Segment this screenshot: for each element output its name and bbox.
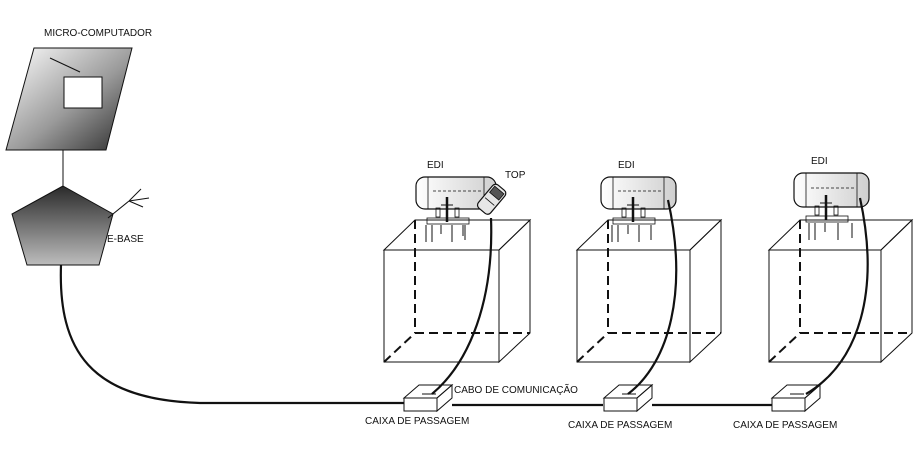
e-base-icon xyxy=(11,185,150,266)
junction-box-icon xyxy=(770,383,822,413)
edi-label: EDI xyxy=(427,160,444,171)
tank-cube xyxy=(767,218,914,364)
unit-1: EDI TOP CAIXA DE PASSAGEM xyxy=(365,160,532,427)
edi-label: EDI xyxy=(811,156,828,167)
junction-box-icon xyxy=(402,383,454,413)
edi-sensor-icon xyxy=(793,172,870,240)
unit-1-cable xyxy=(431,217,493,395)
unit-2-cable xyxy=(627,199,678,395)
unit-2: EDI CAIXA DE PASSAGEM xyxy=(568,160,723,431)
computer-label: MICRO-COMPUTADOR xyxy=(44,28,152,39)
unit-3-cable xyxy=(805,197,869,395)
main-cable xyxy=(59,264,418,405)
unit-3: EDI CAIXA DE PASSAGEM xyxy=(733,156,914,431)
top-label: TOP xyxy=(505,170,526,181)
edi-label: EDI xyxy=(618,160,635,171)
tank-cube xyxy=(575,218,723,364)
micro-computer-icon xyxy=(5,47,133,151)
edi-sensor-icon xyxy=(600,176,677,242)
top-sensor-icon xyxy=(476,183,507,215)
junction-box-label: CAIXA DE PASSAGEM xyxy=(733,420,837,431)
junction-box-label: CAIXA DE PASSAGEM xyxy=(568,420,672,431)
junction-box-label: CAIXA DE PASSAGEM xyxy=(365,416,469,427)
cable-label: CABO DE COMUNICAÇÃO xyxy=(454,383,578,396)
junction-box-icon xyxy=(602,383,654,413)
ebase-label: E-BASE xyxy=(107,234,144,245)
tank-cube xyxy=(382,218,532,364)
